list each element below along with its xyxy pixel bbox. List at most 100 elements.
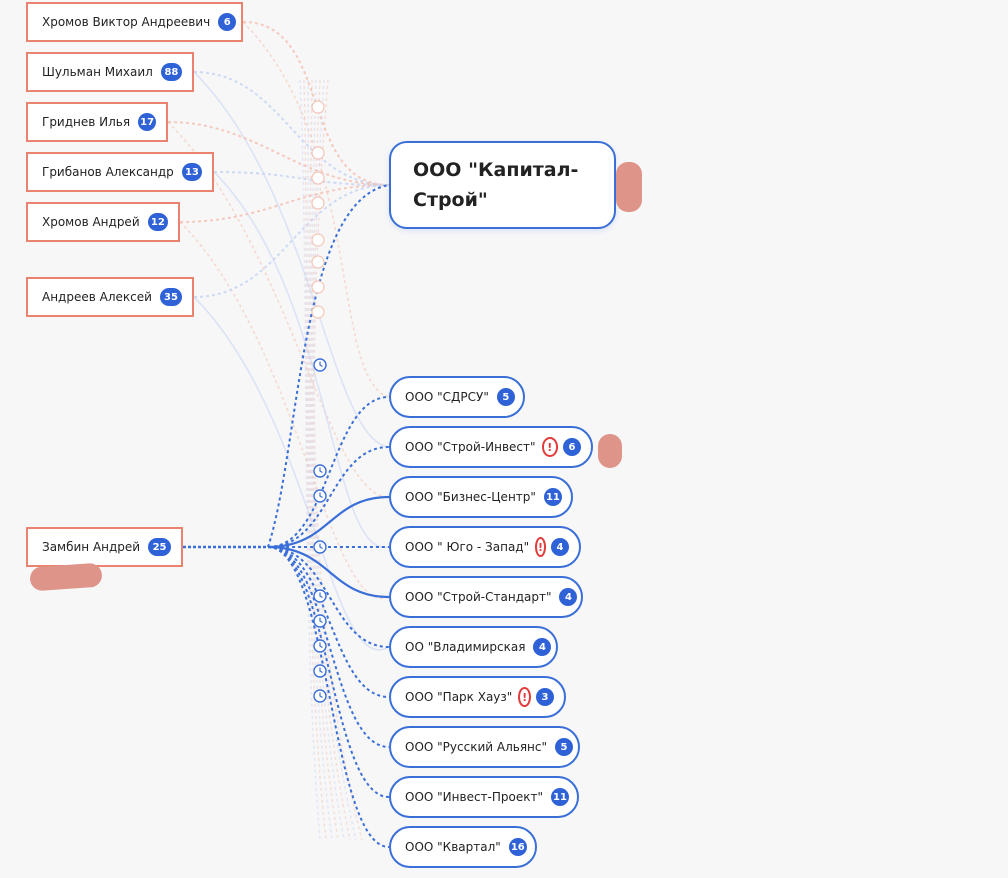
count-badge: 35 xyxy=(159,288,182,306)
company-node[interactable]: ООО "Инвест-Проект" 11 xyxy=(389,776,579,818)
redaction-mark xyxy=(598,434,622,468)
person-name: Шульман Михаил xyxy=(42,65,153,79)
company-link xyxy=(267,546,390,698)
company-link xyxy=(267,546,390,848)
count-badge: 11 xyxy=(551,788,569,806)
company-link xyxy=(267,546,390,748)
faint-link xyxy=(308,79,339,841)
company-name: ООО "Русский Альянс" xyxy=(405,740,547,754)
clock-icon xyxy=(313,489,327,503)
company-name: ООО "Бизнес-Центр" xyxy=(405,490,536,504)
faint-link xyxy=(242,21,390,186)
company-node[interactable]: ООО "Строй-Стандарт" 4 xyxy=(389,576,583,618)
exclamation-circle-icon: ! xyxy=(518,687,531,707)
clock-icon xyxy=(313,358,327,372)
person-name: Андреев Алексей xyxy=(42,290,152,304)
company-name: ООО " Юго - Запад" xyxy=(405,540,530,554)
faint-link xyxy=(193,184,390,298)
faint-link xyxy=(193,296,390,651)
clock-icon xyxy=(313,464,327,478)
company-node[interactable]: ООО "Русский Альянс" 5 xyxy=(389,726,580,768)
count-badge: 3 xyxy=(536,688,554,706)
company-link xyxy=(267,545,390,599)
faint-clock-icon xyxy=(311,196,325,210)
person-node[interactable]: Андреев Алексей 35 xyxy=(26,277,194,317)
faint-clock-icon xyxy=(311,171,325,185)
redaction-mark xyxy=(616,162,642,212)
count-badge: 11 xyxy=(543,488,562,506)
faint-clock-icon xyxy=(311,280,325,294)
faint-link xyxy=(242,21,390,398)
company-node[interactable]: ОО "Владимирская 4 xyxy=(389,626,558,668)
exclamation-circle-icon: ! xyxy=(535,537,546,557)
clock-icon xyxy=(313,614,327,628)
count-badge: 88 xyxy=(160,63,182,81)
clock-icon xyxy=(313,589,327,603)
exclamation-circle-icon: ! xyxy=(541,437,558,457)
clock-icon xyxy=(313,540,327,554)
count-badge: 4 xyxy=(551,538,569,556)
main-company-node[interactable]: ООО "Капитал-Строй" xyxy=(389,141,616,229)
faint-link xyxy=(179,221,390,600)
person-node[interactable]: Гриднев Илья 17 xyxy=(26,102,168,142)
company-name: ООО "СДРСУ" xyxy=(405,390,489,404)
company-link xyxy=(267,396,390,548)
person-name: Хромов Андрей xyxy=(42,215,140,229)
faint-link xyxy=(307,79,333,841)
faint-link xyxy=(193,71,390,186)
company-link xyxy=(267,446,390,548)
person-node[interactable]: Замбин Андрей 25 xyxy=(26,527,183,567)
count-badge: 6 xyxy=(563,438,581,456)
main-company-name: ООО "Капитал-Строй" xyxy=(413,159,579,211)
company-node[interactable]: ООО "Бизнес-Центр" 11 xyxy=(389,476,573,518)
count-badge: 12 xyxy=(147,213,168,231)
person-name: Гриднев Илья xyxy=(42,115,131,129)
redaction-mark xyxy=(29,562,103,592)
faint-clock-icon xyxy=(311,233,325,247)
person-name: Замбин Андрей xyxy=(42,540,141,554)
count-badge: 6 xyxy=(218,13,237,31)
faint-link xyxy=(312,79,357,841)
faint-clock-icon xyxy=(311,146,325,160)
person-node[interactable]: Хромов Андрей 12 xyxy=(26,202,180,242)
faint-clock-icon xyxy=(311,255,325,269)
count-badge: 17 xyxy=(138,113,157,131)
count-badge: 5 xyxy=(555,738,573,756)
main-company-link xyxy=(267,184,390,548)
count-badge: 13 xyxy=(181,163,202,181)
company-node[interactable]: ООО "СДРСУ" 5 xyxy=(389,376,525,418)
company-name: ООО "Парк Хауз" xyxy=(405,690,513,704)
faint-link xyxy=(179,184,390,223)
person-name: Хромов Виктор Андреевич xyxy=(42,15,211,29)
faint-clock-icon xyxy=(311,100,325,114)
clock-icon xyxy=(313,664,327,678)
company-node[interactable]: ООО "Парк Хауз" ! 3 xyxy=(389,676,566,718)
faint-link xyxy=(299,79,321,841)
count-badge: 16 xyxy=(508,838,527,856)
company-name: ООО "Квартал" xyxy=(405,840,501,854)
faint-link xyxy=(213,171,390,548)
company-link xyxy=(267,495,390,549)
company-name: ООО "Инвест-Проект" xyxy=(405,790,543,804)
faint-link xyxy=(303,79,327,841)
person-node[interactable]: Хромов Виктор Андреевич 6 xyxy=(26,2,243,42)
count-badge: 25 xyxy=(148,538,171,556)
faint-clock-icon xyxy=(311,305,325,319)
faint-link xyxy=(167,121,390,186)
faint-link xyxy=(311,79,351,841)
clock-icon xyxy=(313,639,327,653)
company-name: ОО "Владимирская xyxy=(405,640,526,654)
faint-link xyxy=(313,79,363,841)
company-node[interactable]: ООО " Юго - Запад" ! 4 xyxy=(389,526,581,568)
person-node[interactable]: Шульман Михаил 88 xyxy=(26,52,194,92)
company-node[interactable]: ООО "Строй-Инвест" ! 6 xyxy=(389,426,593,468)
company-node[interactable]: ООО "Квартал" 16 xyxy=(389,826,537,868)
company-link xyxy=(267,546,390,798)
person-name: Грибанов Александр xyxy=(42,165,174,179)
count-badge: 4 xyxy=(559,588,578,606)
company-link xyxy=(267,546,390,648)
person-node[interactable]: Грибанов Александр 13 xyxy=(26,152,214,192)
count-badge: 5 xyxy=(496,388,515,406)
clock-icon xyxy=(313,689,327,703)
